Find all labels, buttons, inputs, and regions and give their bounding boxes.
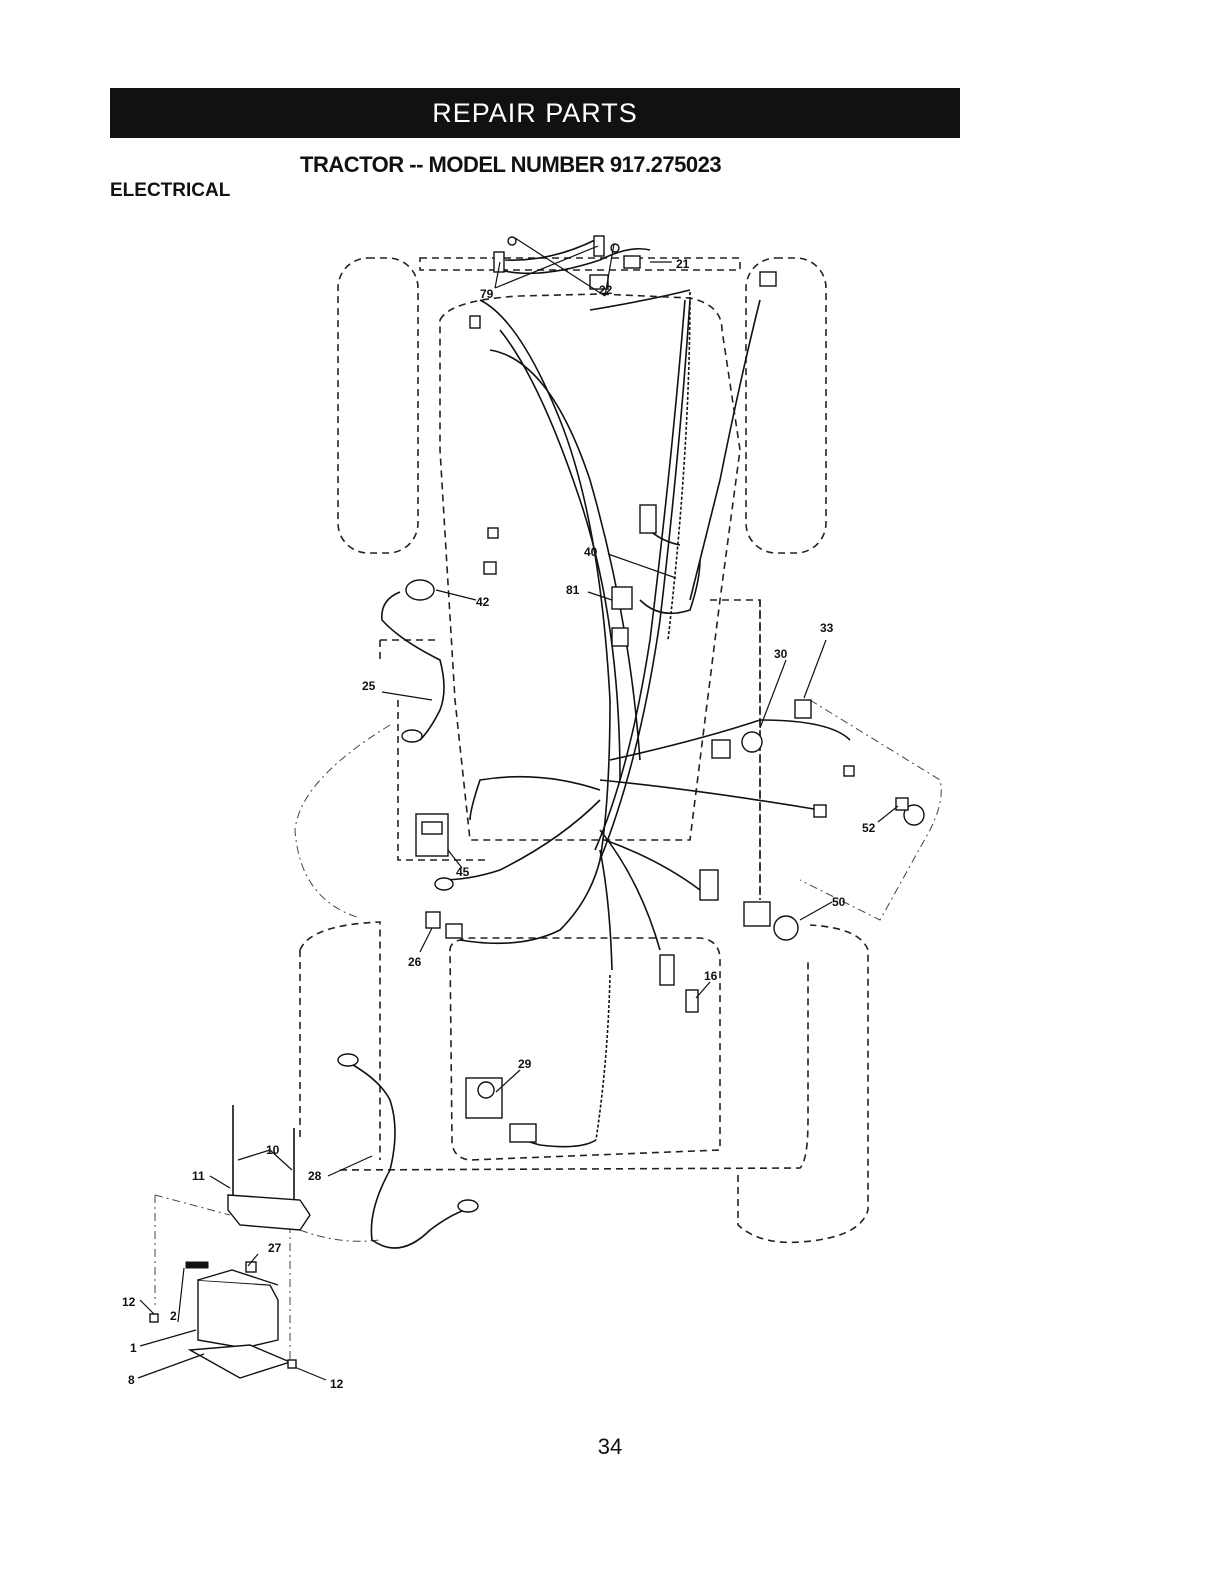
callout-12-left: 12 xyxy=(122,1295,136,1309)
tractor-outline xyxy=(299,257,869,1244)
callout-10: 10 xyxy=(266,1143,280,1157)
callout-28: 28 xyxy=(308,1169,322,1183)
callout-52: 52 xyxy=(862,821,876,835)
panel-outlines xyxy=(154,699,942,1365)
callout-11: 11 xyxy=(192,1169,205,1183)
callout-labels: 22 21 79 40 81 42 33 30 25 52 45 50 26 1… xyxy=(122,257,876,1391)
callout-12-right: 12 xyxy=(330,1377,344,1391)
callout-79: 79 xyxy=(480,287,494,301)
callout-2: 2 xyxy=(170,1309,177,1323)
callout-33: 33 xyxy=(820,621,834,635)
headlight-wiring xyxy=(493,235,691,311)
callout-26: 26 xyxy=(408,955,422,969)
callout-16: 16 xyxy=(704,969,718,983)
callout-81: 81 xyxy=(566,583,580,597)
components xyxy=(415,271,925,1143)
callout-29: 29 xyxy=(518,1057,532,1071)
model-title: TRACTOR -- MODEL NUMBER 917.275023 xyxy=(300,152,722,177)
callout-50: 50 xyxy=(832,895,846,909)
callout-25: 25 xyxy=(362,679,376,693)
repair-parts-banner: REPAIR PARTS xyxy=(110,88,960,138)
section-title: ELECTRICAL xyxy=(110,180,231,201)
callout-1: 1 xyxy=(130,1341,137,1355)
battery-cable-upper xyxy=(381,579,477,743)
callout-40: 40 xyxy=(584,545,598,559)
callout-30: 30 xyxy=(774,647,788,661)
page-number: 34 xyxy=(597,1434,623,1459)
battery-cable-lower xyxy=(327,1053,479,1249)
callout-22: 22 xyxy=(599,283,613,297)
wiring-harness xyxy=(439,299,851,971)
callout-42: 42 xyxy=(476,595,490,609)
coiled-harness xyxy=(509,291,691,1148)
callout-8: 8 xyxy=(128,1373,135,1387)
callout-21: 21 xyxy=(676,257,690,271)
callout-45: 45 xyxy=(456,865,470,879)
callout-27: 27 xyxy=(268,1241,282,1255)
battery-assembly xyxy=(137,1105,327,1381)
